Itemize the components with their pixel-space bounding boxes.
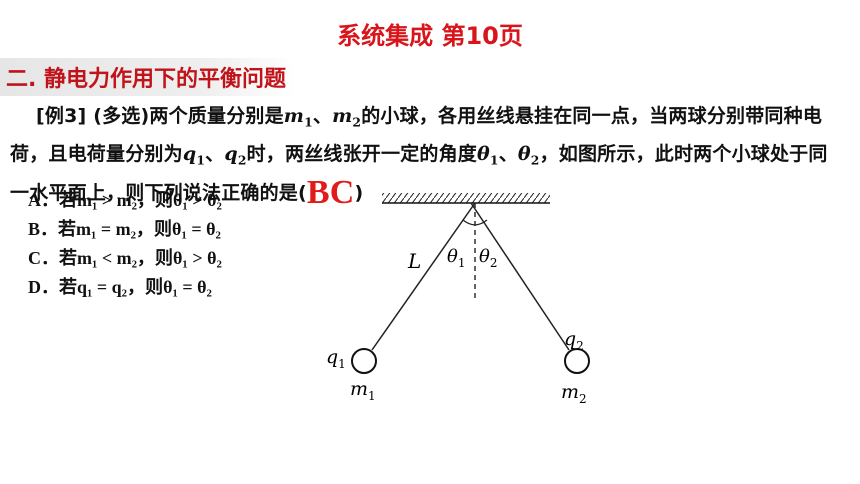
- var-m1: m1: [283, 105, 313, 130]
- problem-statement: [例3] (多选)两个质量分别是m1、m2的小球，各用丝线悬挂在同一点，当两球分…: [10, 100, 840, 209]
- angle-arc-right: [474, 219, 488, 226]
- pendulum-diagram: L θ1 θ2 q1 q2 m1 m2: [326, 193, 590, 406]
- problem-text: ，如图所示，此时两个小球处于同一水平面上，则下列说法正确的是(: [10, 143, 828, 204]
- question-type: (多选): [93, 105, 150, 127]
- option-a: A．若m₁ > m₂，则θ₁ > θ₂: [28, 190, 222, 210]
- option-d: D．若q₁ = q₂，则θ₁ = θ₂: [28, 277, 212, 297]
- separator: 、: [205, 143, 225, 166]
- separator: 、: [312, 105, 333, 127]
- options-list: A．若m₁ > m₂，则θ₁ > θ₂ B．若m₁ = m₂，则θ₁ = θ₂ …: [28, 186, 222, 302]
- option-c: C．若m₁ < m₂，则θ₁ > θ₂: [28, 248, 222, 268]
- problem-text: 时，两丝线张开一定的角度: [246, 143, 478, 166]
- ceiling-hatch: [382, 193, 550, 203]
- problem-text: 的小球，各用丝线悬挂在同一点，当两球分别带同种电荷，且电荷量分别为: [10, 105, 823, 166]
- option-b: B．若m₁ = m₂，则θ₁ = θ₂: [28, 219, 221, 239]
- separator: 、: [498, 143, 518, 166]
- string-left: [371, 202, 476, 351]
- section-heading: 二. 静电力作用下的平衡问题: [0, 58, 297, 96]
- q1-label: q1: [326, 346, 346, 371]
- var-m2: m2: [332, 105, 362, 130]
- page-title: 系统集成 第10页: [337, 22, 523, 50]
- close-paren: ): [354, 181, 364, 204]
- example-tag: [例3]: [36, 105, 87, 127]
- var-q1: q1: [182, 143, 206, 168]
- ball-1: [351, 348, 377, 374]
- q2-label: q2: [564, 328, 584, 353]
- var-q2: q2: [224, 143, 247, 168]
- m2-label: m2: [561, 381, 587, 406]
- angle-arc-left: [462, 219, 476, 226]
- answer-text: BC: [306, 173, 355, 211]
- var-theta1: θ1: [477, 143, 499, 168]
- problem-text: 两个质量分别是: [149, 105, 284, 127]
- string-label: L: [407, 249, 421, 273]
- m1-label: m1: [350, 378, 376, 403]
- theta1-label: θ1: [447, 246, 465, 270]
- theta2-label: θ2: [479, 246, 497, 270]
- var-theta2: θ2: [517, 143, 540, 168]
- string-right: [470, 202, 570, 351]
- ball-2: [564, 348, 590, 374]
